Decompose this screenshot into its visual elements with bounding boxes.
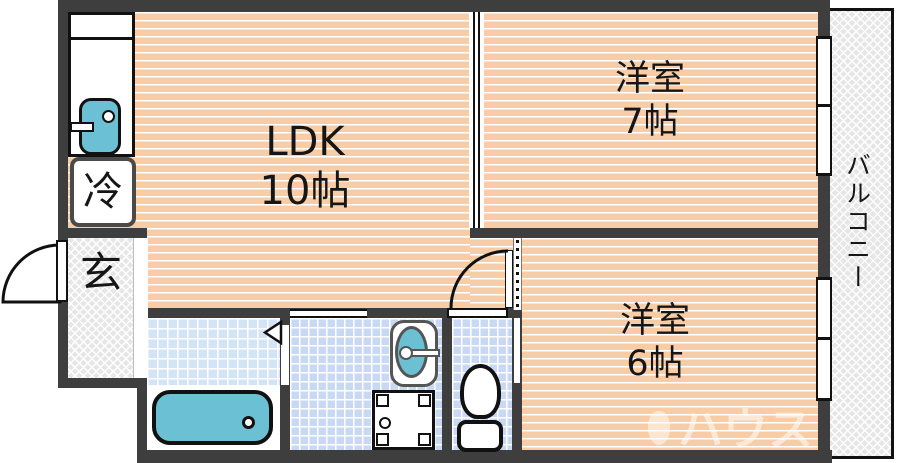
bedroom7-name: 洋室 [614, 59, 685, 99]
window-bedroom6-icon [816, 277, 832, 401]
washing-machine-pan-icon [372, 390, 435, 450]
bedroom6-name: 洋室 [619, 301, 690, 341]
toilet-door-leaf [447, 308, 508, 318]
bedroom6-floor [522, 238, 818, 450]
balcony-floor [830, 8, 894, 459]
sliding-door-line [473, 12, 475, 228]
bedroom7-size: 7帖 [621, 101, 679, 142]
ldk-name: LDK [265, 119, 345, 165]
bedroom6-label: 洋室 6帖 [545, 300, 765, 385]
toilet-icon [457, 420, 503, 452]
bathroom-door-strip [281, 325, 289, 385]
wall-washroom-toilet [442, 318, 452, 450]
watermark-text: ハウス [678, 403, 814, 456]
washroom-sliding-door [290, 309, 367, 318]
sliding-door-bedroom6 [513, 238, 522, 310]
window-bedroom7-icon [816, 36, 832, 176]
wall-entrance-bottom [58, 378, 147, 388]
refrigerator-label: 冷 [83, 168, 123, 215]
sliding-door-dashes [516, 240, 519, 308]
ldk-size: 10帖 [259, 167, 351, 214]
watermark-logo-icon [648, 411, 670, 445]
sliding-door-line [478, 12, 480, 228]
wall-toilet-right-inset [514, 318, 520, 383]
entrance-door-leaf [56, 240, 68, 302]
entrance-door-swing-icon [1, 243, 62, 304]
entrance-label: 玄 [79, 248, 122, 297]
sliding-door-ldk-bedroom7 [469, 12, 484, 228]
watermark: ハウス [648, 393, 813, 458]
bathtub-icon [152, 390, 273, 445]
entrance-floor [68, 238, 133, 378]
toilet-bowl [460, 364, 501, 419]
balcony-label: バルコニー [842, 152, 872, 292]
washbasin-faucet-knob [399, 346, 413, 360]
wall-left [58, 0, 68, 388]
toilet-door-swing-icon [449, 249, 509, 309]
kitchen-faucet-spout [70, 122, 94, 132]
bathtub-drain [242, 416, 255, 429]
pan-drain [379, 417, 391, 429]
wall-bath-left [137, 378, 147, 462]
wall-bottom [137, 450, 832, 463]
bedroom7-label: 洋室 7帖 [540, 58, 760, 143]
entrance-step [133, 238, 148, 378]
refrigerator-box: 冷 [70, 157, 136, 227]
washbasin-spout [409, 349, 440, 357]
kitchen-faucet-knob [102, 110, 115, 123]
wall-bedroom-divider [470, 228, 830, 238]
counter-divider [71, 37, 132, 40]
bathroom-door-fold-icon [262, 319, 283, 346]
bathroom-floor [147, 318, 280, 385]
toilet-door-open-leaf [505, 250, 513, 308]
bedroom6-size: 6帖 [626, 343, 684, 384]
wall-entrance-top [58, 228, 147, 238]
ldk-label: LDK 10帖 [195, 118, 415, 216]
wall-top [58, 0, 830, 12]
bedroom7-floor [483, 12, 818, 228]
